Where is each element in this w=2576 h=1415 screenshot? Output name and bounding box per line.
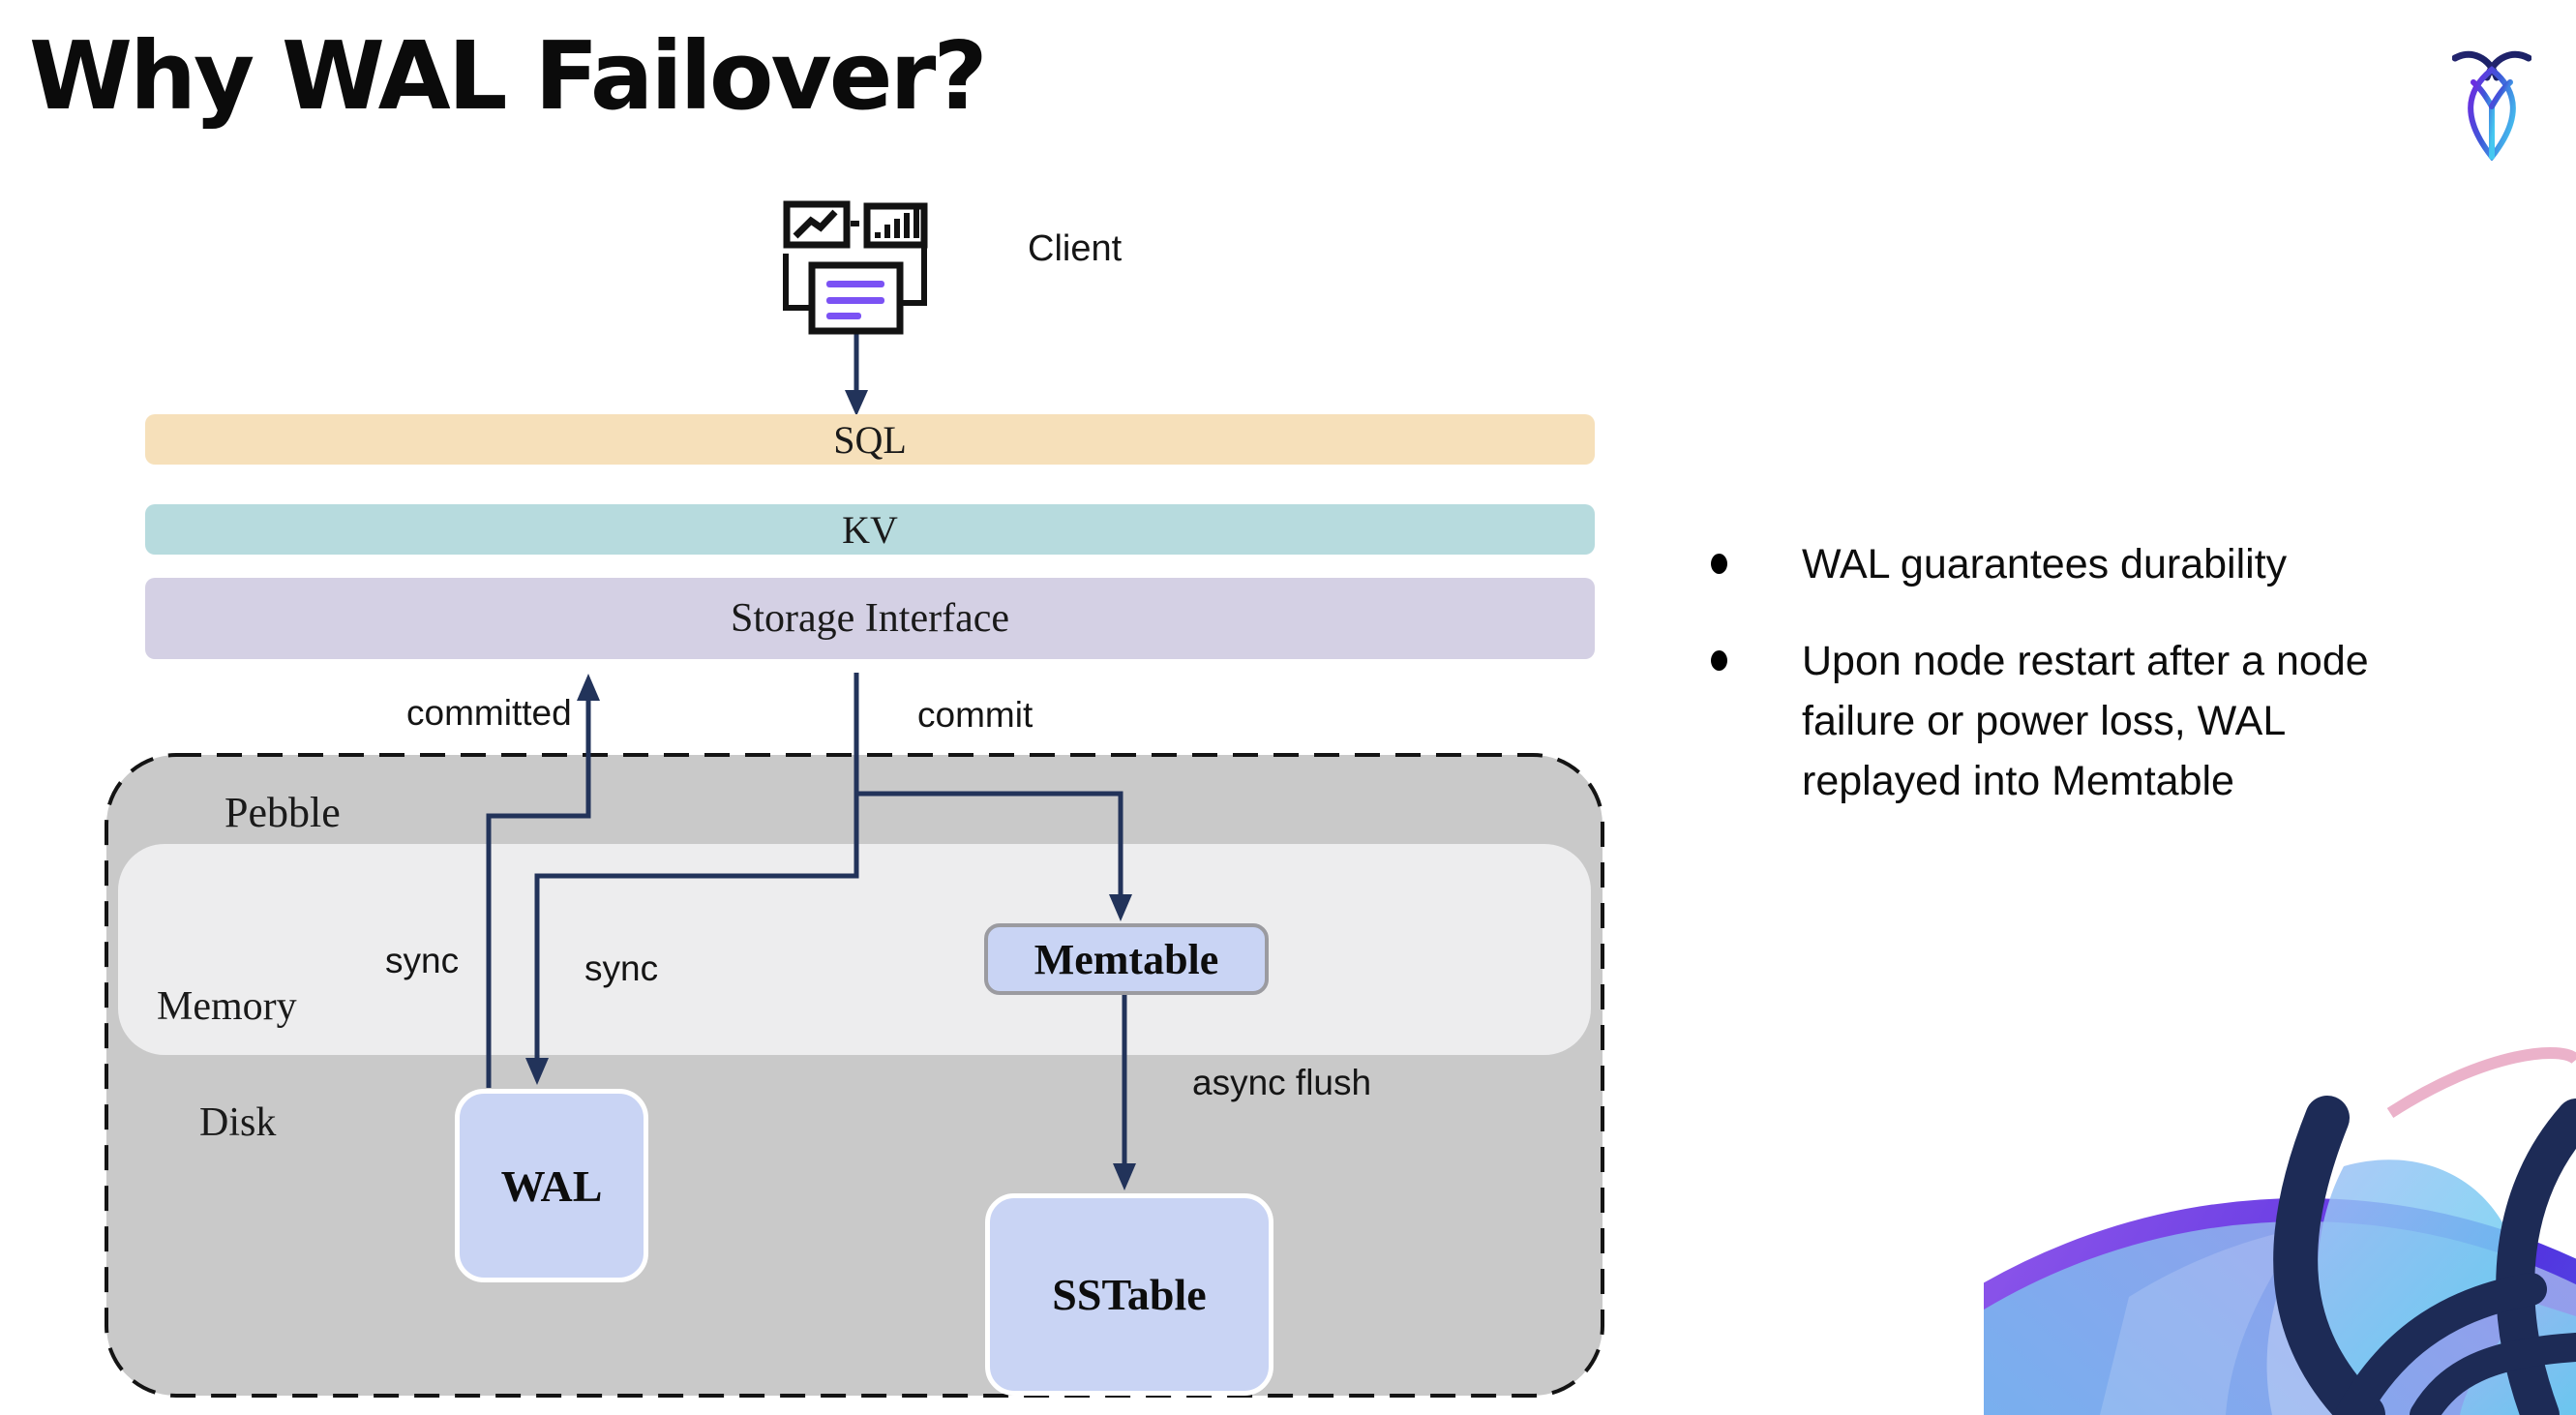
storage-interface-label: Storage Interface (731, 596, 1009, 641)
kv-layer-bar: KV (145, 504, 1595, 555)
wal-box-label: WAL (500, 1160, 603, 1211)
sstable-box-label: SSTable (1052, 1270, 1207, 1319)
bullet-dot-icon (1711, 554, 1727, 574)
list-item: WAL guarantees durability (1711, 534, 2421, 594)
sync-left-edge-label: sync (385, 941, 460, 980)
client-label: Client (1028, 228, 1123, 269)
dash-glyph (851, 221, 859, 226)
memtable-box: Memtable (984, 923, 1269, 995)
arrow-lines (486, 333, 1127, 1167)
bar-chart-glyph (875, 209, 919, 238)
bullet-list: WAL guarantees durability Upon node rest… (1711, 534, 2421, 811)
client-monitors-icon (783, 200, 928, 335)
client-arrowhead (845, 390, 868, 416)
kv-layer-label: KV (842, 507, 898, 552)
pebble-region-label: Pebble (225, 789, 341, 836)
wal-box: WAL (455, 1089, 648, 1282)
commit-edge-label: commit (917, 695, 1033, 735)
memory-region-label: Memory (157, 984, 297, 1029)
memtable-box-label: Memtable (1033, 935, 1219, 983)
line-chart-glyph (793, 209, 838, 239)
sql-layer-bar: SQL (145, 414, 1595, 465)
disk-region-label: Disk (199, 1100, 277, 1145)
cockroachdb-logo (2452, 50, 2531, 161)
slide-title: Why WAL Failover? (29, 21, 988, 131)
bullet-text: Upon node restart after a node failure o… (1802, 638, 2369, 804)
decorative-artwork (1984, 1047, 2576, 1415)
committed-arrowhead (577, 674, 600, 701)
document-text-lines (826, 281, 884, 319)
async-flush-edge-label: async flush (1192, 1063, 1372, 1102)
sync-wal-arrowhead (525, 1058, 549, 1085)
arrow-heads (525, 390, 1136, 1190)
sync-right-edge-label: sync (584, 948, 659, 988)
bullet-dot-icon (1711, 650, 1727, 671)
committed-edge-label: committed (406, 693, 572, 733)
bullet-text: WAL guarantees durability (1802, 541, 2288, 587)
flush-arrowhead (1113, 1163, 1136, 1190)
list-item: Upon node restart after a node failure o… (1711, 631, 2421, 811)
storage-interface-bar: Storage Interface (145, 578, 1595, 659)
screen-bracket (783, 248, 927, 311)
sstable-box: SSTable (985, 1193, 1273, 1396)
commit-memtable-arrowhead (1109, 894, 1132, 921)
sql-layer-label: SQL (833, 417, 907, 462)
